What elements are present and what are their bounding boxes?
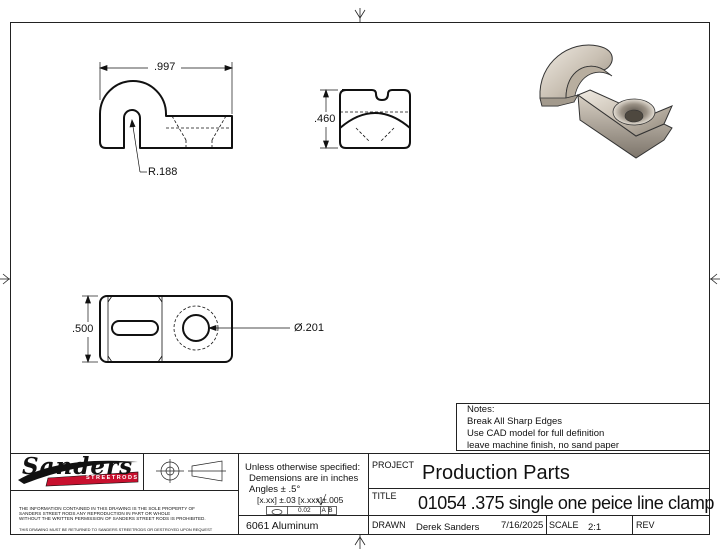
iso-render [539, 44, 673, 159]
dim-width-bottom [82, 294, 98, 364]
note-line-3: leave machine finish, no sand paper [467, 440, 620, 451]
note-line-2: Use CAD model for full definition [467, 428, 605, 439]
disclaimer-line-3: WITHOUT THE WRITTEN PERMISSION OF SANDER… [19, 516, 206, 522]
disclaimer-line-1: THE INFORMATION CONTAINED IN THIS DRAWIN… [19, 506, 195, 511]
view-profile [99, 80, 233, 149]
title-block-grid [10, 453, 710, 535]
tolerance-line-3: Angles ± .5° [249, 484, 301, 495]
tolerance-line-1: Unless otherwise specified: [245, 462, 361, 473]
view-side [339, 89, 411, 149]
feature-control-frame [266, 506, 337, 515]
view-side-hidden [340, 111, 410, 143]
material: 6061 Aluminum [246, 520, 319, 532]
projection-symbol-icon [156, 459, 226, 483]
dim-radius-label: R.188 [148, 166, 178, 178]
fcf-value: 0.02 [298, 506, 311, 514]
tolerance-block: Unless otherwise specified: Demensions a… [245, 462, 360, 506]
dim-width-bottom-label: .500 [72, 323, 94, 335]
drawn-by: Derek Sanders [416, 522, 480, 533]
view-plan-details [107, 295, 219, 363]
title-label: TITLE [372, 491, 397, 501]
dim-hole [207, 325, 290, 331]
tolerance-line-2: Demensions are in inches [249, 473, 359, 484]
flatness-symbol-icon [316, 493, 327, 506]
dim-hole-label: Ø.201 [294, 322, 324, 334]
return-note: THIS DRAWING MUST BE RETURNED TO SANDERS… [19, 527, 213, 532]
dim-width-top-label: .997 [154, 61, 176, 73]
tolerance-line-4: [x.xx] ±.03 [x.xxx]±.005 [257, 495, 344, 505]
notes-heading: Notes: [467, 404, 495, 415]
dim-height-side [320, 88, 338, 150]
disclaimer-line-2: SANDERS STREET RODS ANY REPRODUCTION IN … [19, 511, 171, 517]
project-value: Production Parts [422, 462, 570, 484]
note-line-1: Break All Sharp Edges [467, 416, 563, 427]
fcf-datums: A B [321, 506, 333, 514]
project-label: PROJECT [372, 460, 415, 470]
dim-width-top [98, 62, 234, 114]
drawn-date: 7/16/2025 [501, 520, 544, 531]
logo-subtext: STREETRODS [86, 474, 139, 481]
view-profile-hidden [166, 115, 232, 148]
scale-value: 2:1 [588, 522, 602, 533]
dim-height-side-label: .460 [314, 113, 336, 125]
rev-label: REV [636, 520, 655, 530]
scale-label: SCALE [549, 520, 579, 530]
notes-box [456, 403, 710, 451]
disclaimer: THE INFORMATION CONTAINED IN THIS DRAWIN… [19, 506, 206, 522]
sanders-logo [18, 460, 139, 487]
drawn-label: DRAWN [372, 520, 406, 530]
center-marks [0, 8, 720, 549]
logo-text: Sanders [22, 453, 134, 480]
notes: Notes: Break All Sharp Edges Use CAD mod… [467, 404, 619, 452]
dim-radius [129, 118, 147, 173]
title-value: 01054 .375 single one peice line clamp [418, 493, 715, 513]
